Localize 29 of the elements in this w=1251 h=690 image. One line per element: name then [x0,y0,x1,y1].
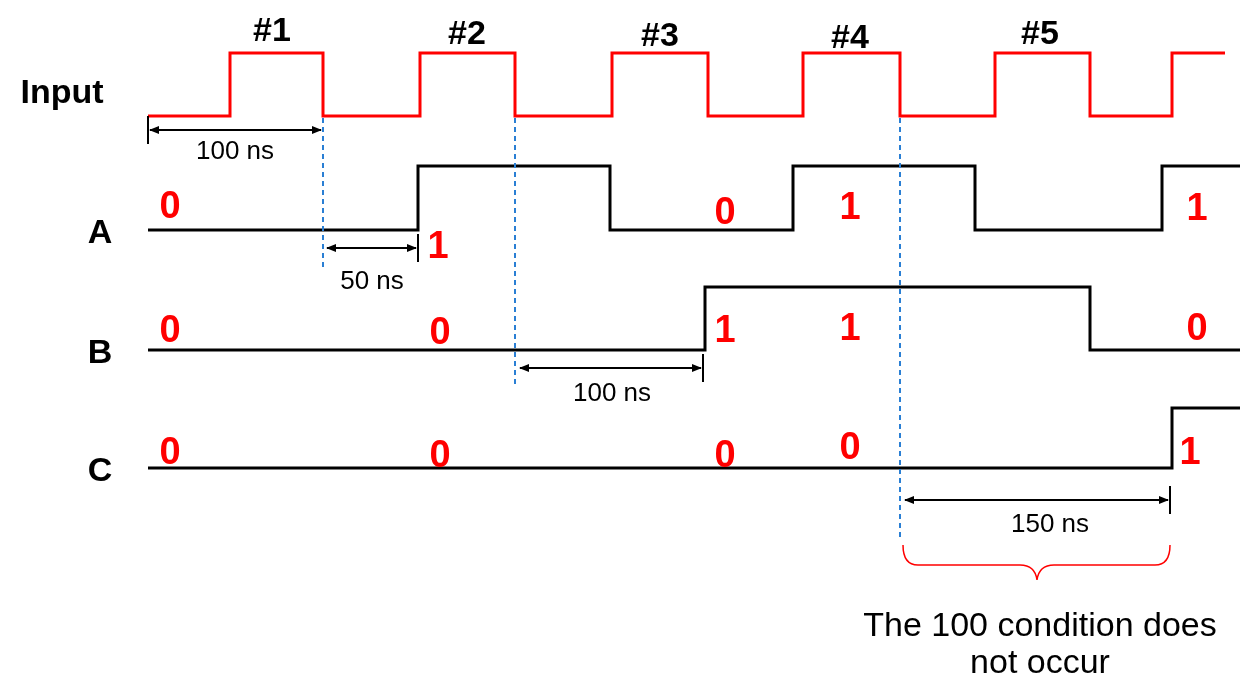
bit-value: 0 [159,185,181,227]
dimension-label: 150 ns [1010,508,1090,538]
pulse-number: #3 [641,16,679,54]
dimension-label: 100 ns [572,377,652,407]
bit-value: 0 [159,309,181,351]
bit-value: 1 [427,225,449,267]
dimension-label: 100 ns [195,135,275,165]
bit-value: 1 [839,307,861,349]
bit-value: 0 [1186,307,1208,349]
note-text: The 100 condition does not occur [862,605,1218,681]
bit-value: 0 [429,311,451,353]
pulse-number: #4 [831,18,869,56]
pulse-number: #5 [1021,14,1059,52]
dimension-label: 50 ns [340,265,404,295]
signal-label: C [87,451,113,489]
signal-label: B [87,333,113,371]
bit-value: 1 [1179,431,1201,473]
bit-value: 1 [839,186,861,228]
bit-value: 0 [714,191,736,233]
bit-value: 0 [429,434,451,476]
pulse-number: #1 [253,11,291,49]
bit-value: 0 [714,434,736,476]
bit-value: 1 [714,309,736,351]
bit-value: 0 [159,431,181,473]
bit-value: 0 [839,426,861,468]
bit-value: 1 [1186,187,1208,229]
signal-label: Input [20,73,104,111]
signal-label: A [87,213,113,251]
pulse-number: #2 [448,14,486,52]
